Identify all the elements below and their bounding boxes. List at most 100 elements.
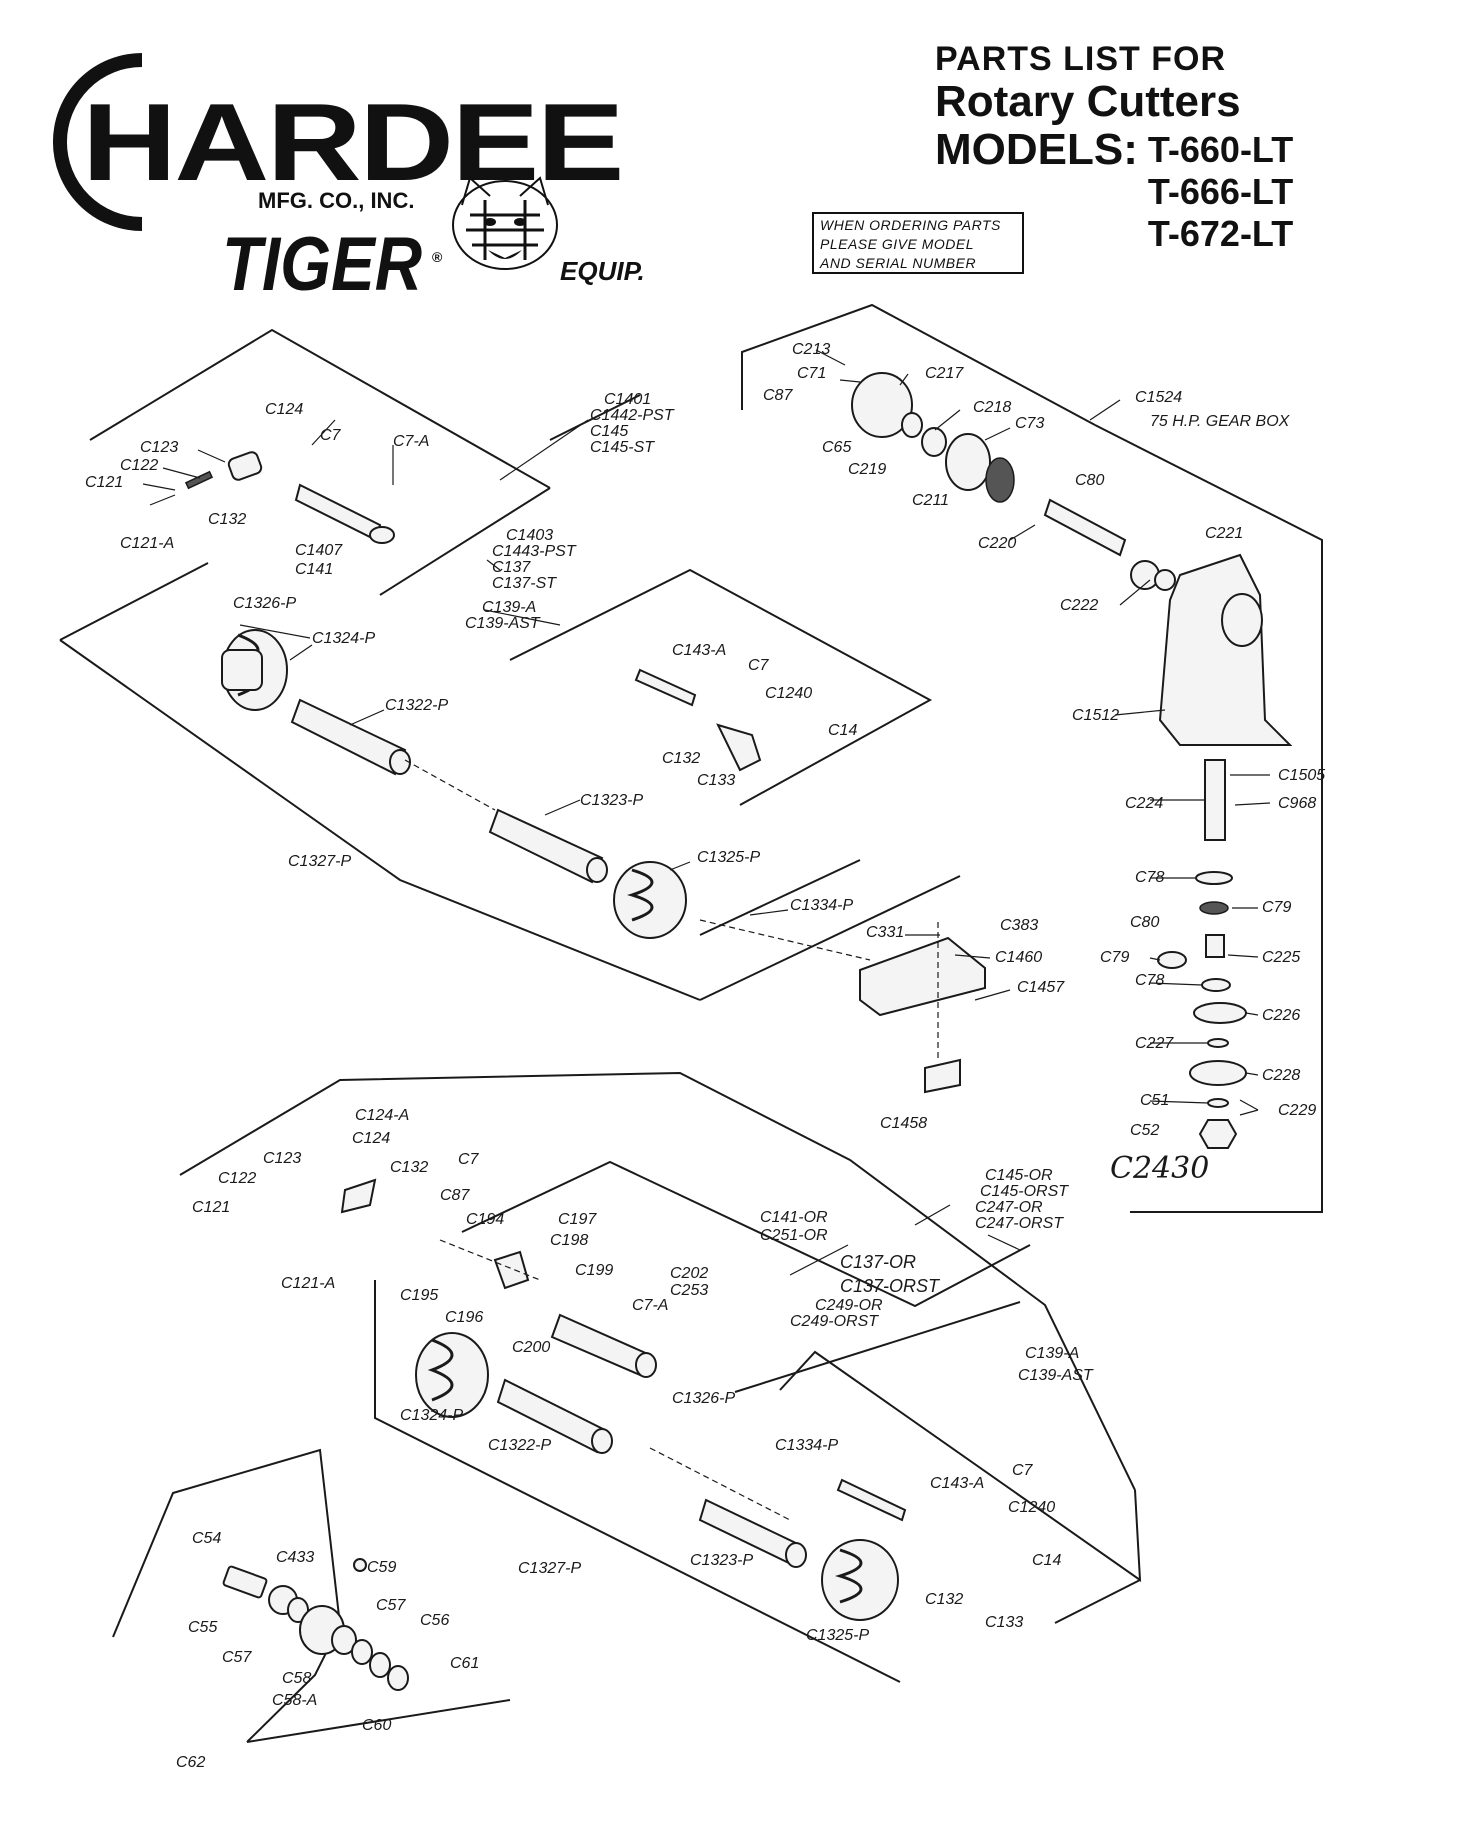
label-c143a-top: C143-A [672, 642, 726, 659]
header-line2: Rotary Cutters [935, 77, 1241, 126]
label-c247or: C247-OR [975, 1199, 1043, 1216]
label-c78-lower: C78 [1135, 972, 1164, 989]
label-c1325p-top: C1325-P [697, 849, 760, 866]
label-c80: C80 [1075, 472, 1104, 489]
model-t660lt: T-660-LT [1147, 129, 1294, 170]
label-c1401: C1401 [604, 391, 651, 408]
label-c217: C217 [925, 365, 964, 382]
label-c137st: C137-ST [492, 575, 557, 592]
label-c1327p-top: C1327-P [288, 853, 351, 870]
label-gearbox-hp: 75 H.P. GEAR BOX [1150, 413, 1291, 430]
label-c198: C198 [550, 1232, 588, 1249]
label-c1323p-top: C1323-P [580, 792, 643, 809]
label-c52: C52 [1130, 1122, 1159, 1139]
label-c123-bottom: C123 [263, 1150, 301, 1167]
label-c213: C213 [792, 341, 830, 358]
label-c58a: C58-A [272, 1692, 317, 1709]
label-c121a: C121-A [120, 535, 174, 552]
label-c1334p-bottom: C1334-P [775, 1437, 838, 1454]
label-c133-bottom: C133 [985, 1614, 1023, 1631]
label-c62: C62 [176, 1754, 205, 1771]
label-c1323p-bottom: C1323-P [690, 1552, 753, 1569]
bottom-driveline-labels: C124-A C124 C123 C122 C121 C121-A C132 C… [192, 1107, 1094, 1644]
label-c1524: C1524 [1135, 389, 1182, 406]
label-c55: C55 [188, 1619, 217, 1636]
spring-coil-bottom-2 [821, 1539, 899, 1621]
label-c247orst: C247-ORST [975, 1215, 1064, 1232]
label-c57-lower: C57 [222, 1649, 252, 1666]
label-c331: C331 [866, 924, 904, 941]
page-header: PARTS LIST FOR Rotary Cutters MODELS: T-… [935, 42, 1293, 252]
label-c1240-top: C1240 [765, 685, 812, 702]
label-c222: C222 [1060, 597, 1098, 614]
leader-lines [142, 349, 1271, 1276]
label-c14-top: C14 [828, 722, 857, 739]
label-c79: C79 [1262, 899, 1291, 916]
label-c78: C78 [1135, 869, 1164, 886]
label-c137or: C137-OR [840, 1252, 916, 1272]
spring-coil-top-2 [613, 861, 687, 939]
label-c80-lower: C80 [1130, 914, 1159, 931]
label-c65: C65 [822, 439, 851, 456]
label-c195: C195 [400, 1287, 438, 1304]
label-c229: C229 [1278, 1102, 1316, 1119]
label-c143a-bottom: C143-A [930, 1475, 984, 1492]
label-c1326p-top: C1326-P [233, 595, 296, 612]
label-c59: C59 [367, 1559, 396, 1576]
label-c133-top: C133 [697, 772, 735, 789]
spring-coil-bottom-1 [415, 1332, 489, 1418]
ordering-notice-line: PLEASE GIVE MODEL [820, 236, 974, 252]
label-c199: C199 [575, 1262, 613, 1279]
label-c1442pst: C1442-PST [590, 407, 675, 424]
label-c221: C221 [1205, 525, 1243, 542]
brand-name: HARDEE [82, 81, 622, 204]
shield-labels: C331 C383 C1460 C1457 C1458 [866, 917, 1065, 1132]
label-c253: C253 [670, 1282, 708, 1299]
label-c56: C56 [420, 1612, 449, 1629]
ordering-notice-line: WHEN ORDERING PARTS [820, 217, 1001, 233]
label-c145or: C145-OR [985, 1167, 1053, 1184]
brand-equip: EQUIP. [560, 256, 645, 286]
label-c1326p-bottom: C1326-P [672, 1390, 735, 1407]
header-models: MODELS: T-660-LT T-666-LT T-672-LT [935, 128, 1293, 252]
top-driveline-labels: C124 C123 C122 C121 C121-A C7 C7-A C132 … [85, 391, 857, 914]
label-c226: C226 [1262, 1007, 1300, 1024]
label-c7-bottom-right: C7 [1012, 1462, 1034, 1479]
hardee-logo: HARDEE MFG. CO., INC. TIGER ® EQUIP. [53, 53, 645, 307]
label-c54: C54 [192, 1530, 221, 1547]
gearbox-parts [851, 372, 1293, 1149]
label-c7-right: C7 [748, 657, 770, 674]
model-t666lt: T-666-LT [1147, 171, 1294, 212]
label-c87-bottom: C87 [440, 1187, 470, 1204]
label-c197: C197 [558, 1211, 597, 1228]
label-c251or: C251-OR [760, 1227, 828, 1244]
label-c57: C57 [376, 1597, 406, 1614]
label-c228: C228 [1262, 1067, 1300, 1084]
shield-parts [859, 922, 986, 1094]
label-c1457: C1457 [1017, 979, 1065, 996]
label-c141or: C141-OR [760, 1209, 828, 1226]
label-c7-bottom: C7 [458, 1151, 480, 1168]
label-c122-bottom: C122 [218, 1170, 256, 1187]
label-c7a-bottom: C7-A [632, 1297, 668, 1314]
label-c139a: C139-A [482, 599, 536, 616]
label-c60: C60 [362, 1717, 391, 1734]
label-c61: C61 [450, 1655, 479, 1672]
label-c87: C87 [763, 387, 793, 404]
label-c202: C202 [670, 1265, 708, 1282]
label-c249or: C249-OR [815, 1297, 883, 1314]
label-c58: C58 [282, 1670, 311, 1687]
models-label: MODELS: [935, 125, 1138, 174]
label-c220: C220 [978, 535, 1016, 552]
label-c383: C383 [1000, 917, 1038, 934]
label-c139ast: C139-AST [465, 615, 541, 632]
label-c968: C968 [1278, 795, 1316, 812]
label-c1458: C1458 [880, 1115, 927, 1132]
model-t672lt: T-672-LT [1147, 213, 1294, 254]
frame-lines [59, 303, 1323, 1743]
label-c1324p-bottom: C1324-P [400, 1407, 463, 1424]
label-c227: C227 [1135, 1035, 1174, 1052]
brand-tiger: TIGER [222, 222, 422, 307]
label-c145st: C145-ST [590, 439, 655, 456]
